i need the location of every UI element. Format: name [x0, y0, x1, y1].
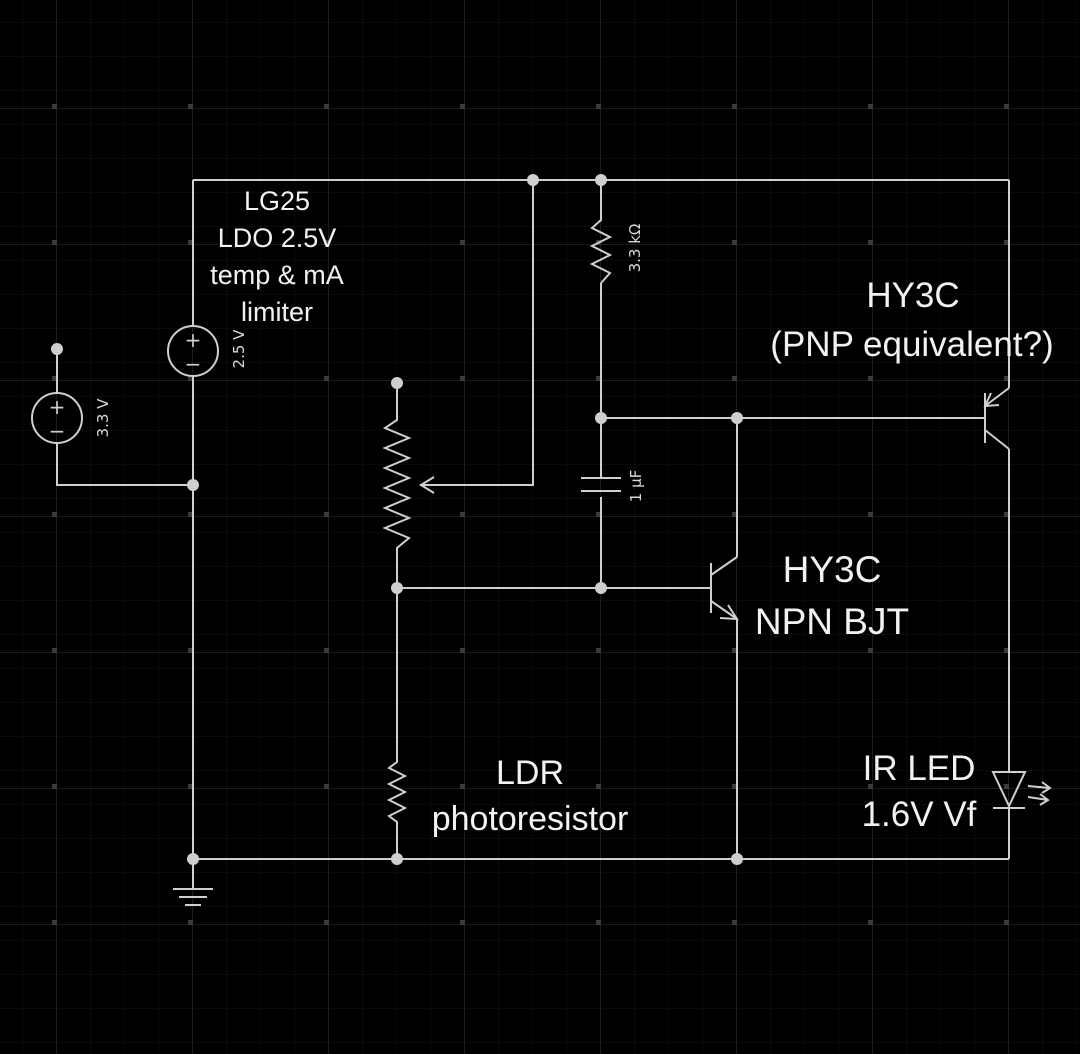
- ldr-label-line2: photoresistor: [432, 800, 629, 838]
- ldo-label: LG25 LDO 2.5V temp & mA limiter: [210, 186, 344, 327]
- ldo-label-line1: LG25: [244, 186, 310, 216]
- voltage-source-main[interactable]: + − 3.3 V: [31, 392, 112, 444]
- minus-sign: −: [49, 419, 66, 443]
- minus-sign: −: [185, 352, 202, 376]
- ldr-photoresistor[interactable]: [386, 758, 408, 826]
- emitter-arrow-icon: [719, 604, 739, 621]
- emission-arrow-icon: [1027, 793, 1050, 806]
- junction-nodes: [51, 174, 743, 865]
- ldo-label-line2: LDO 2.5V: [218, 223, 337, 253]
- npn-transistor[interactable]: [710, 556, 739, 621]
- voltage-source-ldo[interactable]: + − 2.5 V: [167, 325, 248, 377]
- emission-arrow-icon: [1027, 781, 1052, 794]
- led-label-line1: IR LED: [863, 749, 976, 788]
- pnp-label: HY3C (PNP equivalent?): [770, 276, 1053, 364]
- ir-led[interactable]: [991, 771, 1052, 809]
- wire-source-main: [56, 349, 193, 486]
- ldr-label-line1: LDR: [496, 754, 564, 792]
- source-ldo-value: 2.5 V: [230, 329, 248, 369]
- junction-node: [595, 174, 607, 186]
- led-label: IR LED 1.6V Vf: [862, 749, 977, 834]
- pnp-label-line1: HY3C: [866, 276, 959, 315]
- ground-icon: [173, 859, 213, 906]
- ldr-label: LDR photoresistor: [432, 754, 629, 838]
- resistor-3k3[interactable]: 3.3 kΩ: [589, 212, 644, 284]
- junction-node: [391, 582, 403, 594]
- pnp-transistor[interactable]: [983, 387, 1010, 450]
- wire-pot-wiper: [420, 180, 534, 486]
- junction-node: [527, 174, 539, 186]
- junction-node: [595, 412, 607, 424]
- junction-node: [51, 343, 63, 355]
- junction-node: [391, 377, 403, 389]
- led-label-line2: 1.6V Vf: [862, 795, 977, 834]
- npn-label-line1: HY3C: [783, 549, 882, 590]
- pnp-emitter-arrow-icon: [983, 392, 1000, 408]
- junction-node: [391, 853, 403, 865]
- pnp-label-line2: (PNP equivalent?): [770, 325, 1053, 364]
- npn-label-line2: NPN BJT: [755, 601, 909, 642]
- junction-node: [187, 479, 199, 491]
- junction-node: [731, 853, 743, 865]
- plus-sign: +: [49, 395, 66, 419]
- wiper-arrow-icon: [419, 476, 435, 494]
- potentiometer[interactable]: [382, 413, 435, 555]
- capacitor-1uf[interactable]: 1 µF: [581, 470, 645, 502]
- capacitor-value: 1 µF: [627, 470, 645, 502]
- npn-label: HY3C NPN BJT: [755, 549, 909, 642]
- source-main-value: 3.3 V: [94, 398, 112, 438]
- junction-node: [595, 582, 607, 594]
- junction-node: [731, 412, 743, 424]
- ldo-label-line4: limiter: [241, 297, 313, 327]
- plus-sign: +: [185, 328, 202, 352]
- resistor-3k3-value: 3.3 kΩ: [626, 224, 644, 273]
- ldo-label-line3: temp & mA: [210, 260, 344, 290]
